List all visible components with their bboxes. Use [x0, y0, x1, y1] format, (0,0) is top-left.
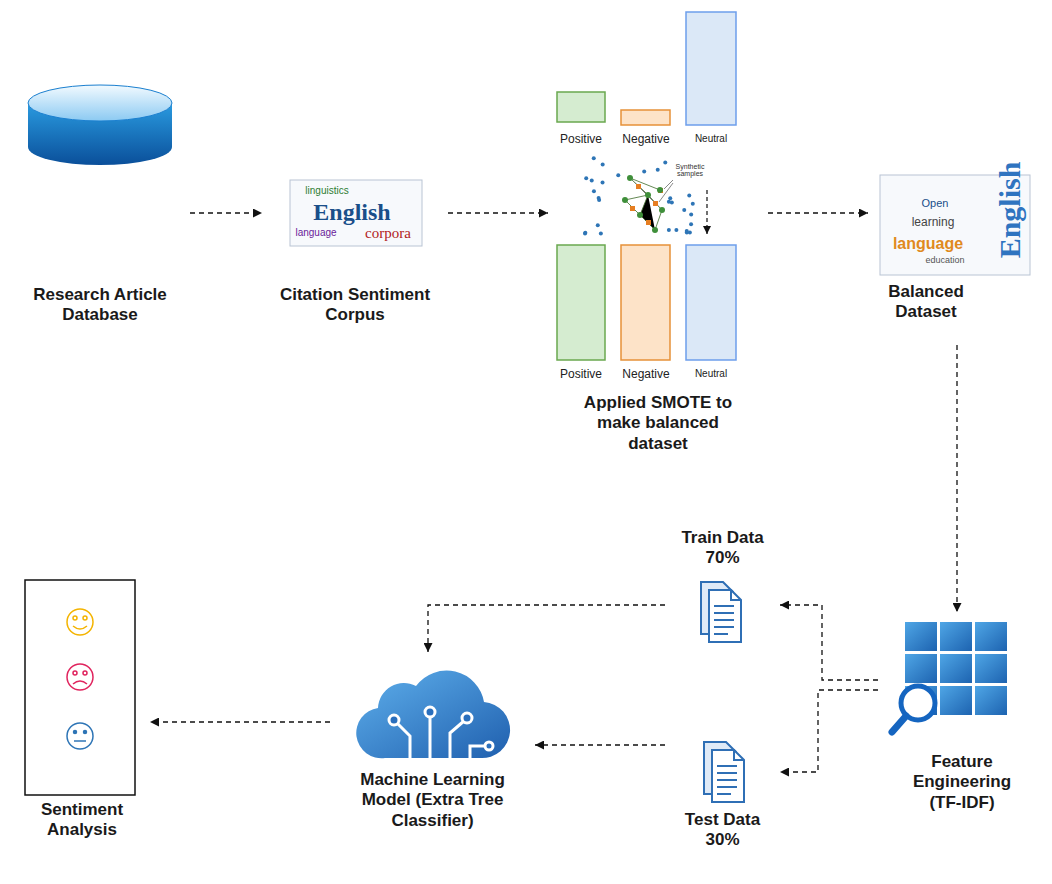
node-label: Train Data 70%	[675, 528, 770, 569]
bar-label: Neutral	[695, 369, 727, 379]
flow-arrow	[956, 345, 957, 612]
wordcloud-word: linguistics	[305, 186, 348, 196]
flow-arrow	[768, 212, 868, 213]
wordcloud-word: Open	[922, 198, 949, 209]
flow-arrow	[535, 744, 665, 745]
process-node: Sentiment Analysis	[15, 575, 150, 865]
process-node: Machine Learning Model (Extra Tree Class…	[330, 652, 535, 882]
smote-illustration	[557, 12, 736, 360]
wordcloud-word: corpora	[365, 226, 411, 241]
bar-label: Neutral	[695, 134, 727, 144]
callout-note: Synthetic samples	[672, 163, 708, 177]
process-node: Applied SMOTE to make balanced dataset	[548, 8, 768, 463]
ml-cloud-icon	[356, 671, 510, 759]
process-node: Feature Engineering (TF-IDF)	[878, 612, 1046, 852]
node-label: Machine Learning Model (Extra Tree Class…	[355, 770, 510, 831]
wordcloud-word: language	[295, 228, 336, 238]
node-label: Balanced Dataset	[876, 282, 976, 323]
wordcloud-word: English	[313, 200, 390, 224]
process-node: Test Data 30%	[665, 735, 780, 865]
wordcloud-word: learning	[912, 216, 955, 228]
flow-arrow	[428, 605, 665, 652]
node-label: Feature Engineering (TF-IDF)	[907, 752, 1017, 813]
wordcloud-word: language	[893, 236, 963, 252]
flow-arrow	[780, 605, 878, 680]
document-icon	[701, 582, 741, 642]
process-node: Train Data 70%	[665, 528, 780, 646]
flow-arrow	[448, 212, 548, 213]
node-label: Sentiment Analysis	[27, 800, 137, 841]
bar-label: Negative	[622, 368, 669, 380]
node-label: Citation Sentiment Corpus	[267, 285, 443, 326]
sentiment-faces	[25, 580, 135, 795]
flow-arrow	[190, 212, 262, 213]
wordcloud-word: English	[995, 162, 1025, 259]
feature-grid-icon	[892, 622, 1007, 732]
node-label: Applied SMOTE to make balanced dataset	[573, 393, 743, 454]
database-cylinder	[28, 85, 172, 165]
node-label: Test Data 30%	[675, 810, 770, 851]
word-cloud	[290, 180, 422, 246]
wordcloud-word: education	[925, 256, 964, 265]
bar-label: Negative	[622, 133, 669, 145]
process-node: Research Article Database	[10, 80, 190, 345]
flow-arrow	[150, 721, 330, 722]
flow-arrow	[780, 690, 878, 772]
bar-label: Positive	[560, 133, 602, 145]
bar-label: Positive	[560, 368, 602, 380]
document-icon	[704, 742, 744, 802]
node-label: Research Article Database	[15, 285, 185, 326]
